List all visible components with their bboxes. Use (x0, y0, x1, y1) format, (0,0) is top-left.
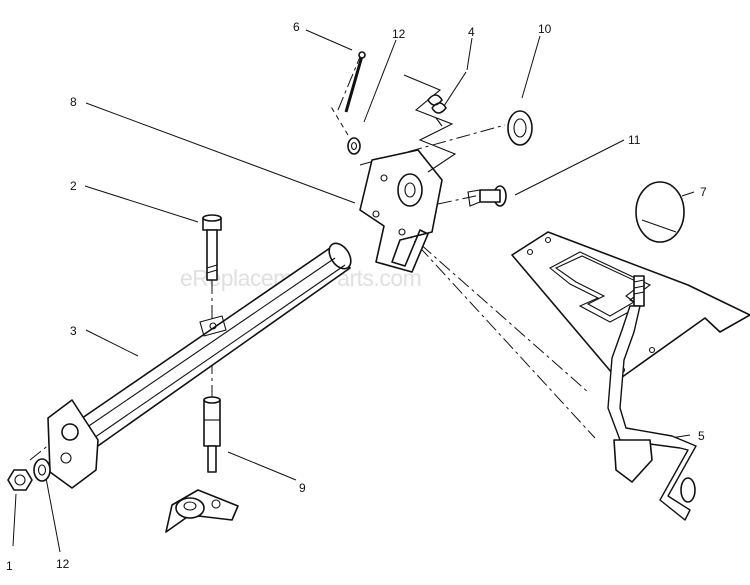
shaft-tube (47, 242, 352, 489)
callout-2: 2 (70, 179, 77, 193)
pivot-bracket (359, 149, 443, 273)
nut-and-washer (7, 458, 51, 491)
callout-5: 5 (698, 429, 705, 443)
washer-top (347, 137, 361, 155)
callout-8: 8 (70, 95, 77, 109)
callout-labels: 1 2 3 4 5 6 7 8 9 10 11 12 12 (6, 20, 707, 573)
flat-washer (507, 110, 533, 146)
shift-knob (633, 181, 685, 307)
bolt (202, 214, 222, 281)
shift-lever (607, 305, 697, 521)
spacer-and-clevis (165, 396, 239, 533)
callout-12-bottom: 12 (56, 557, 70, 571)
callout-1: 1 (6, 559, 13, 573)
callout-12-top: 12 (392, 27, 406, 41)
cotter-pin (344, 51, 366, 113)
callout-3: 3 (70, 324, 77, 338)
callout-11: 11 (628, 133, 641, 147)
callout-10: 10 (538, 22, 552, 36)
shoulder-bolt (467, 185, 507, 207)
callout-9: 9 (299, 481, 306, 495)
callout-4: 4 (468, 25, 475, 39)
callout-6: 6 (293, 20, 300, 34)
callout-7: 7 (700, 185, 707, 199)
spring (403, 71, 467, 173)
